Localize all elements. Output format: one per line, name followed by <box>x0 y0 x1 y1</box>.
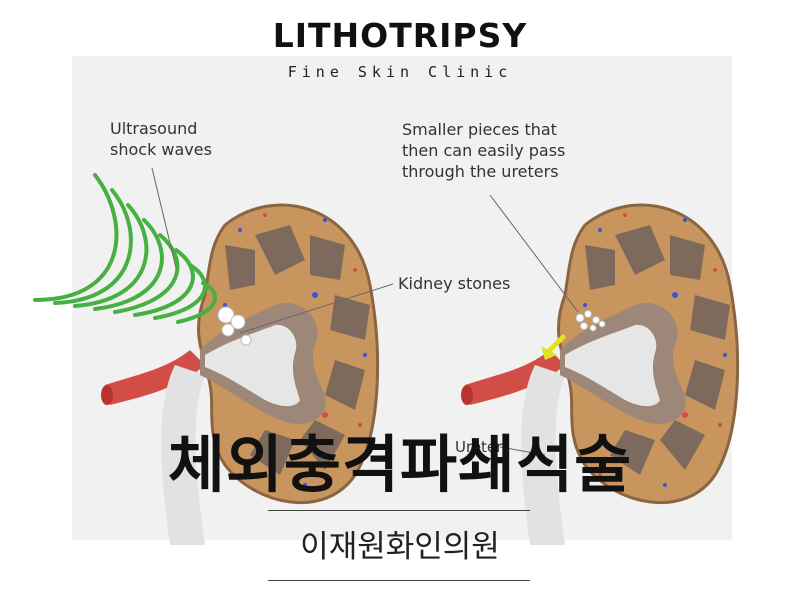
page-title: LITHOTRIPSY <box>272 16 528 55</box>
divider-top <box>268 510 530 511</box>
kidney-left <box>99 203 380 547</box>
fragmented-stones-group <box>575 310 606 332</box>
label-shock-waves: Ultrasound shock waves <box>110 119 212 159</box>
divider-bottom <box>268 580 530 581</box>
clinic-subtitle: Fine Skin Clinic <box>287 63 513 81</box>
shock-waves <box>33 173 218 324</box>
leader-lines <box>151 167 579 456</box>
kidney-right <box>459 203 740 547</box>
label-smaller-pieces: Smaller pieces that then can easily pass… <box>402 120 566 181</box>
label-kidney-stones: Kidney stones <box>398 274 511 293</box>
label-ureter: Ureter <box>455 438 503 456</box>
kidney-stones-group <box>217 306 252 346</box>
procedure-title-korean: 체외충격파쇄석술 <box>167 428 633 501</box>
arrow-icon <box>541 334 566 360</box>
clinic-name-korean: 이재원화인의원 <box>300 529 500 565</box>
